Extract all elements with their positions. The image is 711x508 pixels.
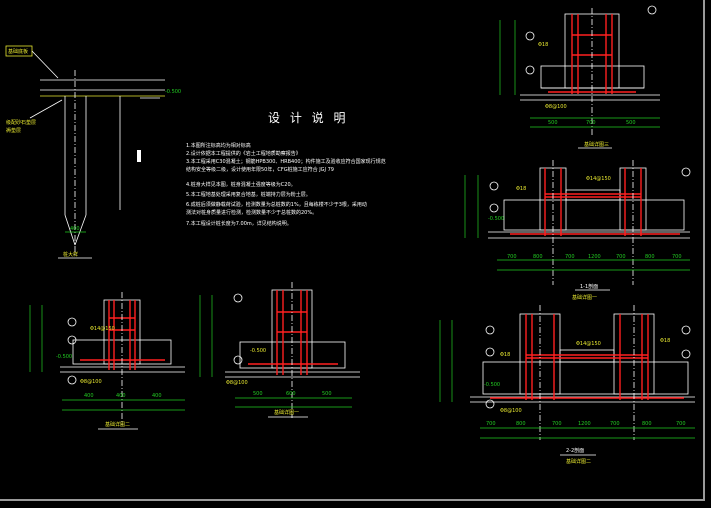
break-mark: [137, 150, 141, 162]
dim-22-b: 800: [516, 421, 526, 427]
drawing-frame: [0, 0, 705, 501]
elev-1: -0.500: [56, 354, 72, 360]
detail-top-right: 500 700 500 Φ18 Φ8@100 基础详图三: [499, 5, 660, 149]
note-3b: 结构安全等级二级，设计使用年限50年，CFG桩施工应符合 JGJ 79: [186, 166, 334, 173]
section-2-2-sub: 基础详图二: [566, 458, 591, 465]
dim-11-b: 800: [533, 254, 543, 260]
dim-1-c: 400: [152, 393, 162, 399]
dim-22-a: 700: [486, 421, 496, 427]
elev-22: -0.500: [484, 382, 500, 388]
rebar-2-c: Φ8@100: [226, 380, 248, 386]
leader-line: [31, 50, 59, 79]
rebar-11-a: Φ18: [516, 186, 526, 192]
dim-b: 700: [586, 120, 596, 126]
note-2: 2.设计依据本工程提供的《岩土工程地质勘察报告》: [186, 150, 301, 157]
rebar-22-a: Φ18: [500, 352, 510, 358]
section-1-1-caption: 1-1剖面: [580, 283, 598, 290]
section-1-1: 700 800 700 1200 700 800 700 Φ18 Φ14@150…: [464, 160, 691, 301]
note-4: 4.桩身大样见本图，桩身混凝土强度等级为C20。: [186, 181, 296, 188]
note-3: 3.本工程采用C30混凝土；钢筋HPB300、HRB400；构件施工及验收应符合…: [186, 158, 386, 165]
dim-22-g: 700: [676, 421, 686, 427]
leader-line-2: [29, 99, 63, 119]
dim-22-e: 700: [610, 421, 620, 427]
rebar-22-a2: Φ18: [660, 338, 670, 344]
rebar-22-b: Φ14@150: [576, 341, 601, 347]
dim-11-e: 700: [616, 254, 626, 260]
pile-tip-right: [74, 214, 87, 246]
dim-11-c: 700: [565, 254, 575, 260]
note-6: 6.成桩后须做静载荷试验，检测数量为总桩数的1%，且每栋楼不少于3根，采用动: [186, 201, 367, 208]
dim-2-c: 500: [322, 391, 332, 397]
dim-11-f: 800: [645, 254, 655, 260]
dim-22-f: 800: [642, 421, 652, 427]
rebar-11-b: Φ14@150: [586, 176, 611, 182]
note-7: 7.本工程设计桩长度为7.00m，详见结构说明。: [186, 220, 292, 227]
pile-dim: 400: [70, 226, 80, 232]
rebar-label: Φ18: [538, 42, 548, 48]
note-5: 5.本工程地基处理采用复合地基，桩端持力层为粉土层。: [186, 191, 311, 198]
dim-22-d: 1200: [578, 421, 591, 427]
callout-foundation-slab: 基础底板: [8, 48, 28, 55]
dim-a: 500: [548, 120, 558, 126]
pile-detail: 基础底板 级配砂石垫层 褥垫层 -0.500 400 桩大样: [5, 45, 181, 259]
dim-1-b: 400: [116, 393, 126, 399]
detail-3-caption: 基础详图三: [584, 141, 609, 148]
pile-caption: 桩大样: [63, 251, 78, 258]
callout-bedding: 褥垫层: [6, 127, 21, 134]
note-1: 1.本图所注标高均为相对标高: [186, 142, 251, 149]
pile-tip-left: [64, 214, 76, 246]
dim-11-d: 1200: [588, 254, 601, 260]
rebar-1-c: Φ8@100: [80, 379, 102, 385]
elev-11: -0.500: [488, 216, 504, 222]
detail-bottom-center: 500 600 500 -0.500 Φ8@100 基础详图一: [199, 282, 360, 418]
detail-1-caption: 基础详图二: [105, 421, 130, 428]
section-1-1-sub: 基础详图一: [572, 294, 597, 301]
callout-gravel-cushion: 级配砂石垫层: [6, 119, 36, 126]
dim-2-a: 500: [253, 391, 263, 397]
design-notes: 设 计 说 明 1.本图所注标高均为相对标高 2.设计依据本工程提供的《岩土工程…: [186, 110, 386, 227]
dim-11-a: 700: [507, 254, 517, 260]
elev-2: -0.500: [250, 348, 266, 354]
elev-label: -0.500: [165, 89, 181, 95]
dim-22-c: 700: [552, 421, 562, 427]
dim-2-b: 600: [286, 391, 296, 397]
note-6b: 测法对桩身质量进行检测，检测数量不少于总桩数的20%。: [186, 209, 317, 216]
rebar-1-b: Φ14@150: [90, 326, 115, 332]
dim-11-g: 700: [672, 254, 682, 260]
detail-2-caption: 基础详图一: [274, 409, 299, 416]
dim-1-a: 400: [84, 393, 94, 399]
rebar-22-c: Φ8@100: [500, 408, 522, 414]
rebar-label-2: Φ8@100: [545, 104, 567, 110]
notes-title: 设 计 说 明: [268, 110, 348, 125]
dim-c: 500: [626, 120, 636, 126]
section-2-2-caption: 2-2剖面: [566, 447, 584, 454]
section-2-2: 700 800 700 1200 700 800 700 Φ18 Φ18 Φ14…: [439, 305, 695, 465]
detail-bottom-left: 400 400 400 Φ14@150 Φ8@100 -0.500 基础详图二: [29, 292, 185, 430]
